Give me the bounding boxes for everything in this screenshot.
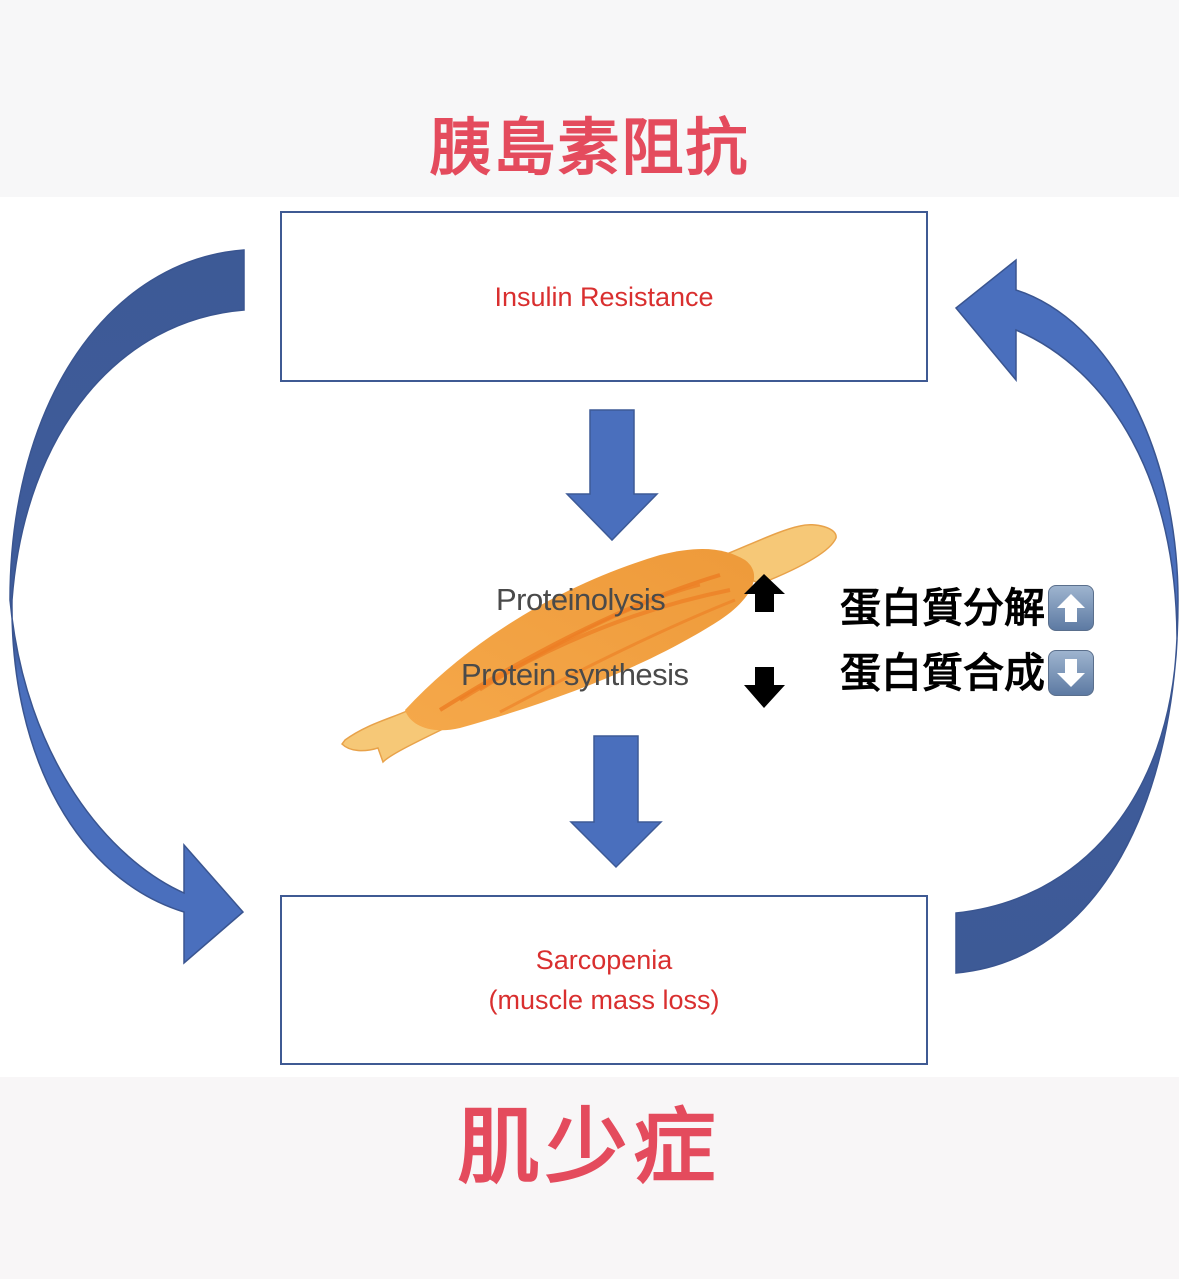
title-insulin-resistance-cn: 胰島素阻抗 bbox=[429, 111, 750, 184]
synthesis-down-arrow bbox=[744, 667, 785, 708]
sarcopenia-label: Sarcopenia bbox=[535, 945, 673, 975]
down-arrow-upper bbox=[565, 409, 659, 542]
top-band bbox=[0, 0, 1179, 197]
bottom-band bbox=[0, 1077, 1179, 1279]
proteinolysis-label: Proteinolysis bbox=[496, 582, 666, 617]
protein-synthesis-label: Protein synthesis bbox=[461, 657, 689, 692]
insulin-resistance-box: Insulin Resistance bbox=[280, 211, 928, 382]
down-arrow-emoji-icon bbox=[1048, 650, 1094, 696]
right-curved-arrow bbox=[954, 258, 1179, 974]
sarcopenia-sublabel: (muscle mass loss) bbox=[488, 985, 720, 1015]
sarcopenia-box: Sarcopenia (muscle mass loss) bbox=[280, 895, 928, 1065]
annotation-protein-breakdown: 蛋白質分解 bbox=[840, 583, 1094, 633]
muscle-illustration bbox=[341, 524, 837, 764]
annotation-text: 蛋白質合成 bbox=[840, 649, 1045, 697]
down-arrow-lower bbox=[569, 735, 663, 869]
annotation-protein-synthesis: 蛋白質合成 bbox=[840, 648, 1094, 698]
proteinolysis-up-arrow bbox=[744, 574, 785, 612]
insulin-resistance-label: Insulin Resistance bbox=[494, 281, 714, 312]
title-sarcopenia-cn: 肌少症 bbox=[457, 1100, 722, 1195]
up-arrow-emoji-icon bbox=[1048, 585, 1094, 631]
annotation-text: 蛋白質分解 bbox=[840, 584, 1045, 632]
left-curved-arrow bbox=[9, 249, 245, 965]
